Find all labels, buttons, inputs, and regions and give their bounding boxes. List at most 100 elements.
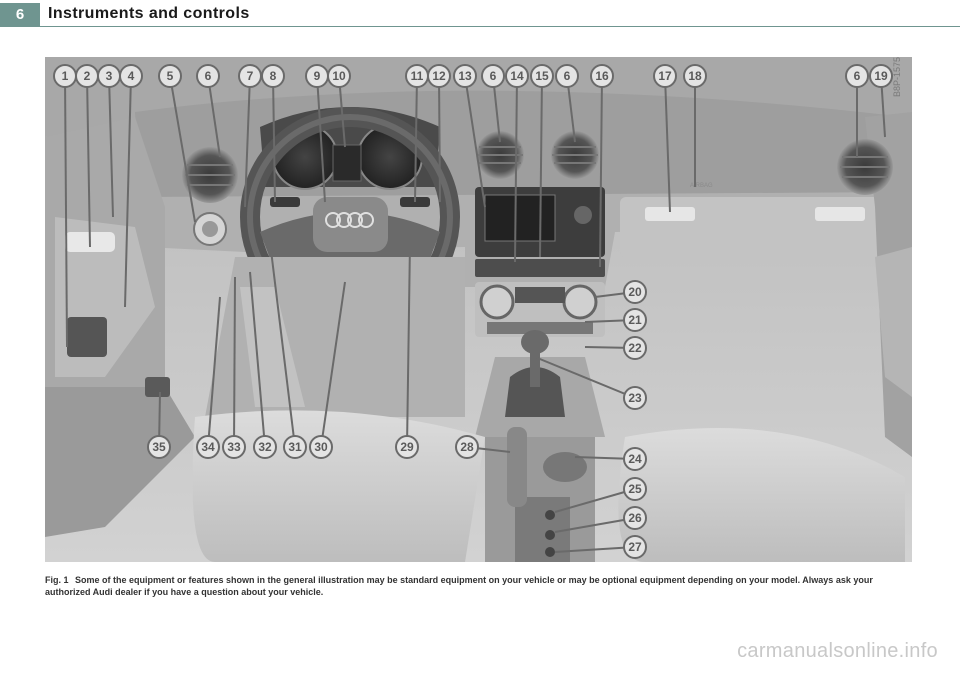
callout-top-label: 9 bbox=[314, 69, 321, 83]
callout-top-label: 6 bbox=[854, 69, 861, 83]
callout-bottom-label: 28 bbox=[460, 440, 474, 454]
callout-circle bbox=[505, 64, 529, 88]
image-code: B8P-1575 bbox=[892, 57, 902, 97]
callout-circle bbox=[623, 506, 647, 530]
callout-bottom-label: 32 bbox=[258, 440, 272, 454]
callout-bottom-label: 35 bbox=[152, 440, 166, 454]
figure-caption: Fig. 1 Some of the equipment or features… bbox=[45, 574, 915, 598]
callout-right-label: 21 bbox=[628, 313, 642, 327]
callout-circle bbox=[530, 64, 554, 88]
dashboard-drawing: AIRBAG bbox=[45, 57, 912, 562]
callout-leader-line bbox=[554, 488, 636, 513]
callout-leader-line bbox=[249, 271, 266, 448]
callout-circle bbox=[623, 535, 647, 559]
page-header: 6 Instruments and controls bbox=[0, 0, 960, 28]
callout-top-label: 15 bbox=[535, 69, 549, 83]
callout-leader-line bbox=[514, 75, 518, 263]
callout-top-label: 4 bbox=[128, 69, 135, 83]
callout-circle bbox=[453, 64, 477, 88]
callout-top-label: 13 bbox=[458, 69, 472, 83]
callout-leader-line bbox=[272, 75, 276, 203]
dashboard-illustration: AIRBAG bbox=[45, 57, 912, 562]
callout-top-label: 19 bbox=[874, 69, 888, 83]
callout-bottom-label: 30 bbox=[314, 440, 328, 454]
callout-circle bbox=[196, 435, 220, 459]
callout-top-label: 6 bbox=[205, 69, 212, 83]
callout-leader-line bbox=[438, 75, 441, 203]
callout-top-label: 6 bbox=[564, 69, 571, 83]
callout-circle bbox=[653, 64, 677, 88]
callout-top-label: 16 bbox=[595, 69, 609, 83]
callout-right-label: 26 bbox=[628, 511, 642, 525]
callout-right-label: 23 bbox=[628, 391, 642, 405]
callout-leader-line bbox=[108, 75, 114, 218]
callout-leader-line bbox=[233, 276, 236, 448]
callout-leader-line bbox=[124, 75, 132, 308]
callout-leader-line bbox=[464, 75, 486, 208]
callout-circle bbox=[623, 336, 647, 360]
callout-leader-line bbox=[414, 75, 418, 203]
callout-top-label: 18 bbox=[688, 69, 702, 83]
callout-circle bbox=[196, 64, 220, 88]
callout-top-label: 17 bbox=[658, 69, 672, 83]
callout-circle bbox=[590, 64, 614, 88]
callout-top-label: 2 bbox=[84, 69, 91, 83]
callout-circle bbox=[158, 64, 182, 88]
callout-circle bbox=[623, 308, 647, 332]
callout-circle bbox=[253, 435, 277, 459]
callout-leader-line bbox=[316, 75, 326, 203]
callout-top-label: 12 bbox=[432, 69, 446, 83]
callout-right-label: 24 bbox=[628, 452, 642, 466]
airbag-label: AIRBAG bbox=[690, 183, 713, 189]
callout-circle bbox=[283, 435, 307, 459]
callout-circle bbox=[623, 280, 647, 304]
header-rule bbox=[40, 26, 960, 27]
page-number-box bbox=[0, 3, 40, 27]
callout-bottom-label: 29 bbox=[400, 440, 414, 454]
callout-leader-line bbox=[86, 75, 91, 248]
callout-leader-line bbox=[207, 296, 221, 448]
callout-top-label: 14 bbox=[510, 69, 524, 83]
callout-circle bbox=[395, 435, 419, 459]
callout-right-label: 20 bbox=[628, 285, 642, 299]
callout-leader-line bbox=[554, 546, 636, 553]
callout-top-label: 7 bbox=[247, 69, 254, 83]
callout-circle bbox=[147, 435, 171, 459]
callout-circle bbox=[119, 64, 143, 88]
page-number: 6 bbox=[15, 6, 25, 23]
callout-bottom-label: 34 bbox=[201, 440, 215, 454]
callout-right-label: 25 bbox=[628, 482, 642, 496]
callout-leader-line bbox=[664, 75, 671, 213]
callout-leader-line bbox=[244, 75, 251, 208]
callout-leader-line bbox=[406, 241, 411, 448]
callout-leader-line bbox=[169, 75, 196, 223]
callout-bottom-label: 33 bbox=[227, 440, 241, 454]
callout-circle bbox=[481, 64, 505, 88]
watermark: carmanualsonline.info bbox=[737, 640, 938, 662]
callout-circle bbox=[869, 64, 893, 88]
callout-circle bbox=[261, 64, 285, 88]
callout-top-label: 1 bbox=[62, 69, 69, 83]
callout-circle bbox=[309, 435, 333, 459]
callout-leader-line bbox=[64, 75, 68, 348]
callout-circle bbox=[222, 435, 246, 459]
callout-top-label: 5 bbox=[167, 69, 174, 83]
callout-leader-line bbox=[599, 75, 603, 268]
figure-label: Fig. 1 bbox=[45, 575, 69, 585]
callout-circle bbox=[623, 477, 647, 501]
callout-top-label: 8 bbox=[270, 69, 277, 83]
callout-circle bbox=[427, 64, 451, 88]
figure-caption-text: Some of the equipment or features shown … bbox=[45, 575, 873, 597]
callout-circle bbox=[845, 64, 869, 88]
callout-top-label: 10 bbox=[332, 69, 346, 83]
callout-right-label: 22 bbox=[628, 341, 642, 355]
callout-circle bbox=[555, 64, 579, 88]
callout-top-label: 6 bbox=[490, 69, 497, 83]
callout-bottom-label: 31 bbox=[288, 440, 302, 454]
callout-circle bbox=[683, 64, 707, 88]
callout-right-label: 27 bbox=[628, 540, 642, 554]
callout-circle bbox=[623, 386, 647, 410]
callout-circle bbox=[455, 435, 479, 459]
callout-leader-line bbox=[320, 281, 346, 448]
